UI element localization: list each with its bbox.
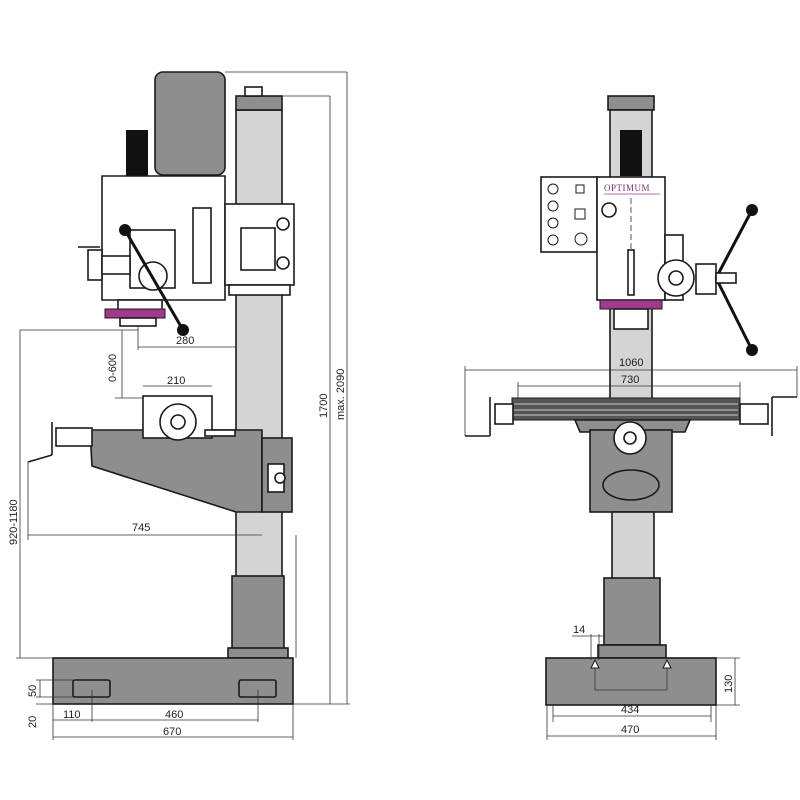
dim-base-height: 130 — [723, 675, 735, 693]
cross-feed-hub — [623, 431, 637, 445]
base-slot-right — [238, 679, 277, 698]
lever-hub — [695, 263, 717, 295]
table-arm — [89, 429, 263, 513]
feed-lever — [119, 224, 189, 336]
table-ledge — [204, 429, 236, 437]
column-flange — [597, 644, 667, 659]
accent-stripe — [599, 299, 663, 310]
column-collar — [228, 284, 291, 296]
dim-slot-offset: 20 — [27, 716, 39, 728]
table-handwheel-left — [465, 397, 514, 437]
clamp-knob-bottom — [276, 256, 290, 270]
dim-spindle-travel: 0-600 — [107, 354, 119, 382]
dim-max-height: max. 2090 — [335, 369, 347, 420]
work-table — [511, 397, 741, 421]
spindle-nose — [119, 317, 157, 327]
knee-window — [602, 469, 660, 501]
dim-base-length: 670 — [163, 726, 181, 738]
side-view: 1700 max. 2090 280 0-600 210 920-1180 74… — [8, 71, 350, 740]
depth-scale — [627, 249, 635, 296]
clamp-knob-top — [276, 217, 290, 231]
dim-column-height: 1700 — [318, 394, 330, 418]
dim-table-width: 210 — [167, 375, 185, 387]
spindle-taper — [620, 130, 642, 176]
table-handwheel-right — [739, 396, 797, 436]
dim-slot-spacing: 434 — [621, 704, 639, 716]
column-cap — [235, 95, 283, 111]
accent-stripe — [104, 308, 166, 319]
brand-logo: OPTIMUM — [604, 183, 650, 193]
dim-arm-reach: 745 — [132, 522, 150, 534]
dim-table-height-range: 920-1180 — [8, 499, 20, 545]
front-dimensions: 1060 730 14 130 434 470 — [464, 357, 798, 740]
dim-slot-edge-offset: 110 — [63, 709, 81, 721]
lower-column — [611, 511, 655, 581]
fine-feed-hub — [668, 270, 684, 286]
table-crank — [27, 422, 93, 463]
clamp-plate — [240, 227, 276, 271]
spindle-taper — [126, 130, 148, 176]
panel-buttons — [547, 183, 588, 246]
dim-spindle-to-column: 280 — [176, 335, 194, 347]
base-slot-left — [72, 679, 111, 698]
dim-slot-height: 50 — [27, 685, 39, 697]
column-sleeve — [603, 577, 661, 646]
front-view: OPTIMUM — [464, 95, 798, 740]
dim-base-width: 470 — [621, 724, 639, 736]
motor — [154, 71, 226, 176]
table-wheel-hub — [170, 414, 186, 430]
dim-table-length: 730 — [621, 374, 639, 386]
column-sleeve — [231, 575, 285, 651]
column-cap — [607, 95, 655, 111]
dim-slot-spacing: 460 — [165, 709, 183, 721]
dim-slot-width: 14 — [573, 624, 585, 636]
column-flange — [227, 647, 289, 659]
head-gauge — [601, 202, 617, 218]
base — [545, 657, 717, 706]
head-window — [192, 207, 212, 284]
column-top-nut — [244, 86, 263, 97]
feed-levers — [714, 204, 758, 356]
dim-table-total-width: 1060 — [619, 357, 643, 369]
arm-clamp-knob — [274, 472, 286, 484]
side-dimensions: 1700 max. 2090 280 0-600 210 920-1180 74… — [8, 71, 350, 740]
spindle-nose — [613, 308, 649, 330]
